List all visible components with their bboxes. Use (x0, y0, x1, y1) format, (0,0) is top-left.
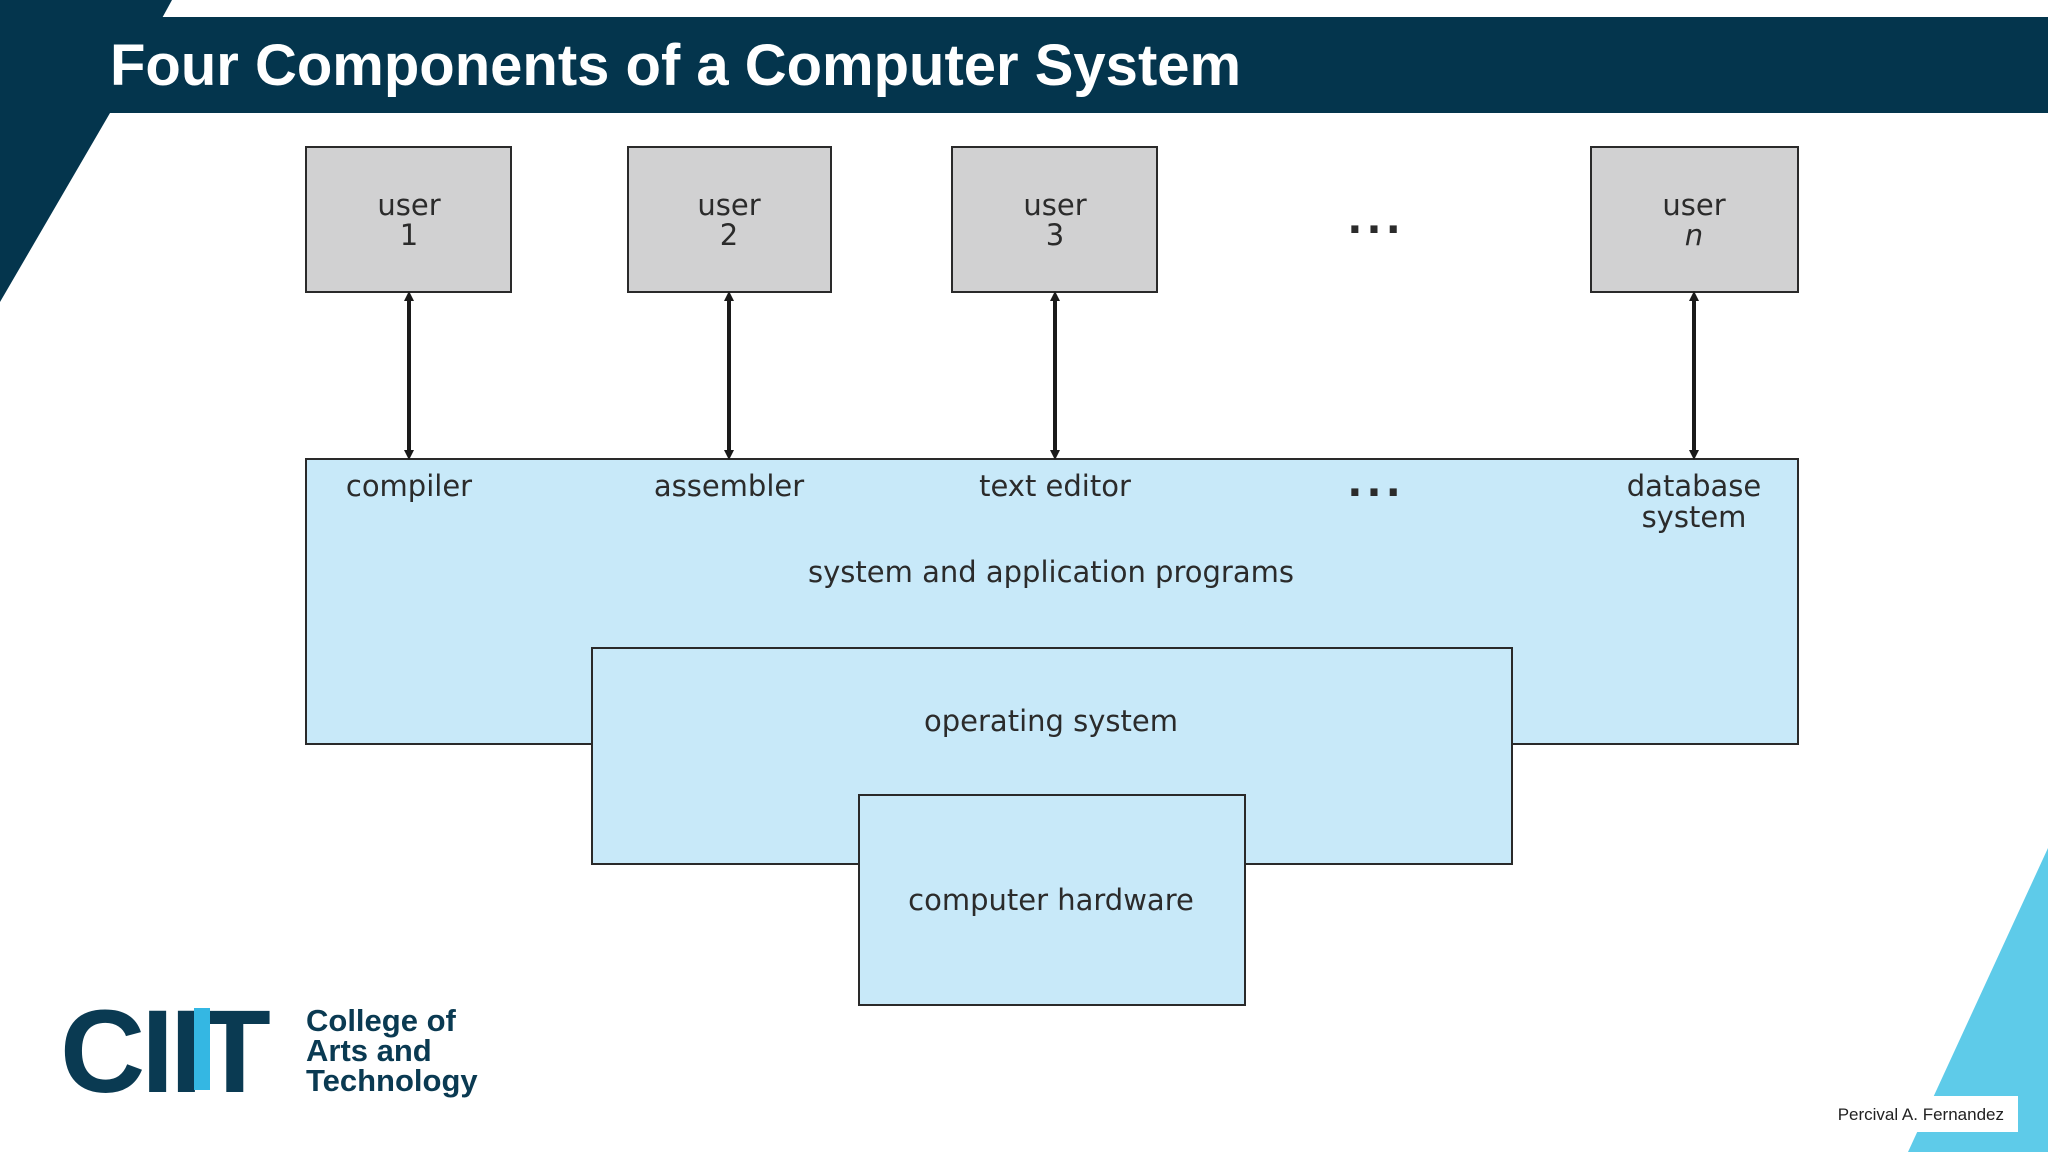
user-box-1 (305, 146, 512, 293)
slide-title: Four Components of a Computer System (110, 33, 1242, 98)
title-bar (0, 17, 2048, 113)
user-2-label: user (697, 188, 760, 222)
hardware-layer-label: computer hardware (908, 883, 1194, 917)
ciit-logo-mark: CIIT (60, 1000, 274, 1100)
applications-layer-label: system and application programs (808, 555, 1294, 589)
user-n-label: user (1662, 188, 1725, 222)
logo-line-2: Arts and (306, 1033, 432, 1068)
logo-mark-text: CIIT (60, 1000, 270, 1100)
user-1-number: 1 (400, 218, 418, 252)
author-name: Percival A. Fernandez (1837, 1105, 2004, 1124)
right-corner-triangle (1908, 848, 2048, 1152)
users-ellipsis: ... (1347, 197, 1405, 243)
user-1-label: user (377, 188, 440, 222)
author-box: Percival A. Fernandez (1826, 1096, 2018, 1132)
user-n-number: n (1685, 218, 1703, 252)
logo-line-3: Technology (306, 1063, 478, 1098)
user-3-label: user (1023, 188, 1086, 222)
user-box-3 (951, 146, 1158, 293)
logo-line-1: College of (306, 1003, 456, 1038)
logo-text: College of Arts and Technology (306, 1003, 478, 1098)
os-layer-label: operating system (924, 704, 1178, 738)
program-text-editor: text editor (979, 469, 1131, 503)
program-database-system: system (1642, 500, 1747, 534)
hardware-layer-box (858, 794, 1246, 1006)
user-2-number: 2 (720, 218, 738, 252)
program-compiler: compiler (346, 469, 472, 503)
user-3-number: 3 (1046, 218, 1064, 252)
program-database: database (1627, 469, 1761, 503)
program-assembler: assembler (654, 469, 804, 503)
programs-ellipsis: ... (1347, 460, 1405, 506)
logo-accent-bar (194, 1008, 210, 1090)
